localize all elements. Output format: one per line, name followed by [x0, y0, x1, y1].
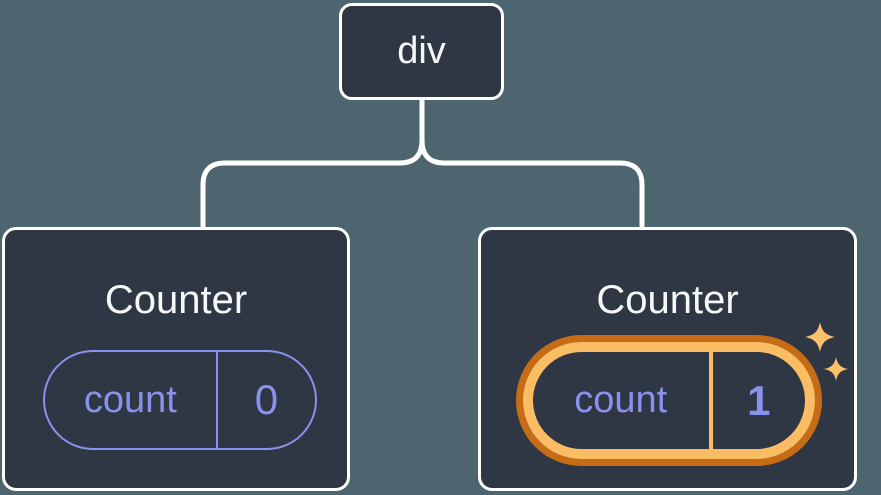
counter-node-left: Counter count 0: [2, 227, 350, 491]
state-pill: count 0: [43, 350, 317, 450]
tree-connector-lines: [200, 98, 645, 231]
state-label-cell: count: [45, 352, 218, 448]
state-pill-highlight-ring: count 1: [523, 342, 815, 459]
sparkle-small: [824, 357, 848, 381]
connector-right-branch: [419, 98, 645, 231]
counter-node-right: Counter count 1: [478, 227, 857, 491]
sparkle-large: [805, 322, 835, 352]
state-label-cell: count: [533, 352, 713, 449]
connector-left-branch: [200, 98, 425, 231]
counter-title: Counter: [104, 278, 248, 322]
root-node-label: div: [397, 30, 446, 72]
state-pill-highlighted: count 1: [516, 335, 822, 466]
root-node-div: div: [339, 3, 504, 100]
sparkles-icon: [805, 322, 848, 381]
state-value-cell: 1: [747, 376, 771, 424]
state-value-cell: 0: [254, 376, 279, 423]
counter-title: Counter: [596, 278, 739, 322]
